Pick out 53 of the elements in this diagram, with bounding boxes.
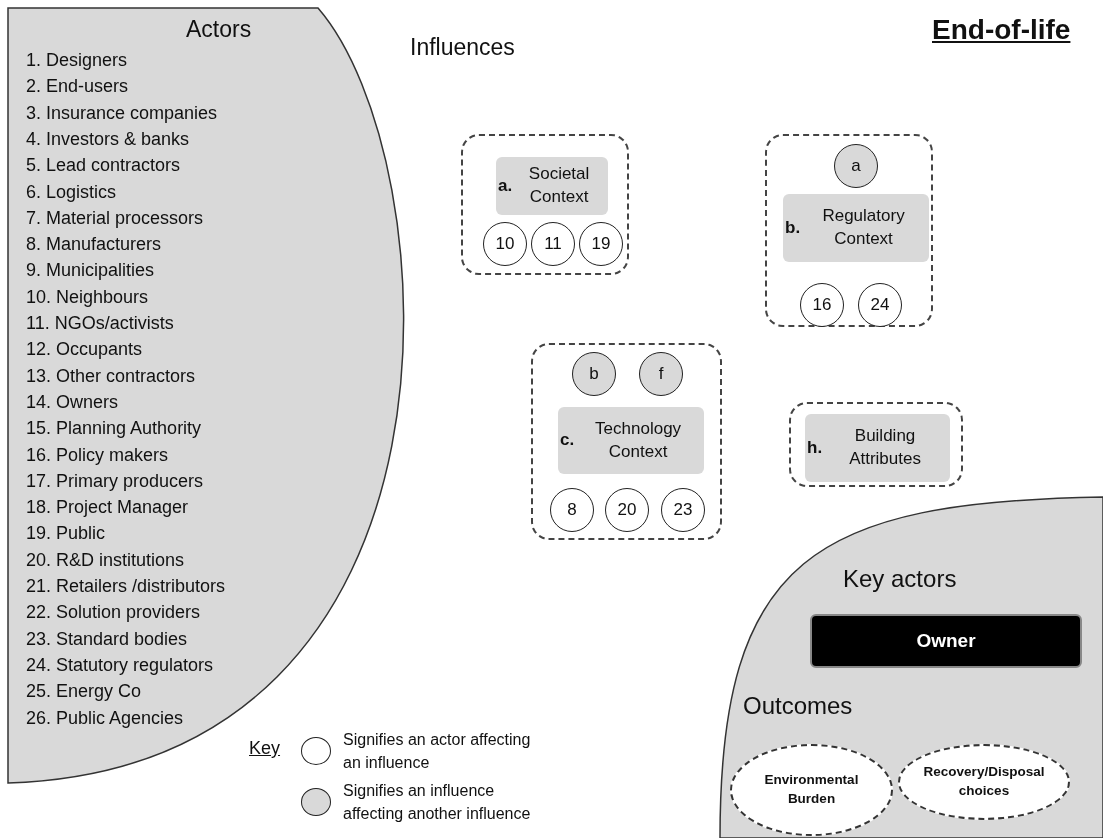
legend-text: Signifies an actor affecting an influence <box>343 730 532 774</box>
influence-circle: b <box>572 352 616 396</box>
actor-circle: 10 <box>483 222 527 266</box>
panel-heading: Key actors <box>843 565 957 593</box>
list-item: 4. Investors & banks <box>26 128 190 150</box>
panel-heading: Outcomes <box>743 692 853 720</box>
panel-heading: Actors <box>186 16 252 43</box>
list-item: 9. Municipalities <box>26 260 155 282</box>
influence-box: h. Building Attributes <box>805 414 950 482</box>
list-item: 18. Project Manager <box>26 497 189 519</box>
list-item: 10. Neighbours <box>26 286 149 308</box>
list-item: 26. Public Agencies <box>26 707 184 729</box>
legend-text: Signifies an influence affecting another influence <box>343 781 532 825</box>
legend-heading: Key <box>249 738 281 759</box>
list-item: 17. Primary producers <box>26 470 204 492</box>
section-heading: Influences <box>410 34 515 61</box>
list-item: 12. Occupants <box>26 339 143 361</box>
dashed-group-box <box>461 134 629 275</box>
actor-circle: 19 <box>579 222 623 266</box>
key-actor-box: Owner <box>810 614 1082 668</box>
list-item: 19. Public <box>26 523 106 545</box>
actor-circle: 11 <box>531 222 575 266</box>
list-item: 15. Planning Authority <box>26 418 202 440</box>
list-item: 22. Solution providers <box>26 602 201 624</box>
dashed-group-box <box>531 343 722 540</box>
dashed-group-box <box>765 134 933 327</box>
list-item: 24. Statutory regulators <box>26 654 214 676</box>
list-item: 7. Material processors <box>26 207 204 229</box>
list-item: 3. Insurance companies <box>26 102 218 124</box>
list-item: 23. Standard bodies <box>26 628 188 650</box>
list-item: 20. R&D institutions <box>26 549 185 571</box>
list-item: 13. Other contractors <box>26 365 196 387</box>
list-item: 2. End-users <box>26 76 129 98</box>
list-item: 5. Lead contractors <box>26 155 181 177</box>
actor-circle: 20 <box>605 488 649 532</box>
actor-circle: 24 <box>858 283 902 327</box>
dashed-group-box <box>789 402 963 487</box>
list-item: 6. Logistics <box>26 181 117 203</box>
actor-circle: 16 <box>800 283 844 327</box>
actor-circle: 23 <box>661 488 705 532</box>
list-item: 21. Retailers /distributors <box>26 576 226 597</box>
title: End-of-life <box>932 14 1071 46</box>
list-item: 1. Designers <box>26 50 128 71</box>
influence-circle: a <box>834 144 878 188</box>
influence-box: c. Technology Context <box>558 407 704 474</box>
list-item: 16. Policy makers <box>26 444 169 466</box>
influence-box: b. Regulatory Context <box>783 194 929 262</box>
list-item: 8. Manufacturers <box>26 234 162 256</box>
list-item: 11. NGOs/activists <box>26 313 174 334</box>
actor-circle: 8 <box>550 488 594 532</box>
list-item: 25. Energy Co <box>26 681 142 703</box>
list-item: 14. Owners <box>26 391 119 413</box>
influence-circle: f <box>639 352 683 396</box>
